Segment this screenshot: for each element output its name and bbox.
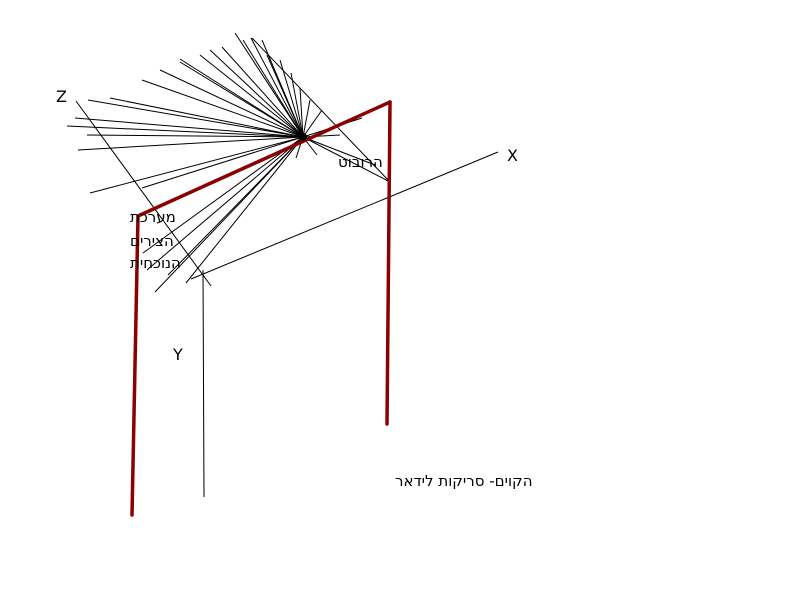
frame-right-leg xyxy=(385,100,392,426)
lidar-ray xyxy=(234,32,304,138)
lidar-ray xyxy=(89,136,304,194)
lidar-ray xyxy=(74,117,304,138)
lidar-ray xyxy=(159,69,304,138)
z-axis-label: Z xyxy=(56,87,67,106)
lidar-rays xyxy=(66,32,391,293)
lidar-ray xyxy=(142,136,304,254)
lidar-ray xyxy=(242,39,304,138)
lidar-ray xyxy=(146,136,304,271)
coord-system-label-line2: הצירים xyxy=(130,232,174,250)
lidar-ray xyxy=(302,136,391,183)
y-axis-label: Y xyxy=(172,345,183,364)
coord-system-label-line3: הנוכחית xyxy=(130,254,181,272)
lidar-ray xyxy=(141,136,304,189)
lidar-ray xyxy=(299,87,304,138)
lidar-ray xyxy=(77,136,304,151)
frame-left-leg-and-beam xyxy=(130,100,392,517)
lidar-ray xyxy=(266,54,304,138)
x-axis-label: X xyxy=(507,146,518,165)
lidar-ray xyxy=(141,79,304,138)
lidar-caption: הקוים- סריקות לידאר xyxy=(395,472,533,490)
lidar-ray xyxy=(66,125,304,138)
lidar-ray xyxy=(86,134,304,138)
lidar-ray xyxy=(302,99,311,138)
lidar-ray xyxy=(302,136,376,166)
z-axis xyxy=(75,100,212,287)
lidar-ray xyxy=(209,49,304,138)
lidar-ray xyxy=(179,61,304,138)
lidar-ray xyxy=(302,109,323,138)
robot-marker xyxy=(299,133,307,141)
y-axis xyxy=(202,269,205,498)
coord-system-label-line1: מערכת xyxy=(130,208,176,226)
robot-label: הרובוט xyxy=(338,153,383,171)
x-axis xyxy=(190,151,499,280)
axes xyxy=(75,100,499,498)
lidar-ray xyxy=(221,46,304,138)
lidar-ray xyxy=(109,97,304,138)
lidar-ray xyxy=(279,59,304,138)
lidar-ray xyxy=(250,37,304,138)
lidar-ray xyxy=(167,136,304,276)
lidar-ray xyxy=(185,136,304,284)
lidar-ray xyxy=(87,99,304,138)
lidar-ray xyxy=(199,54,304,138)
lidar-scan-edge xyxy=(251,37,391,183)
lidar-ray xyxy=(290,72,304,138)
frame xyxy=(130,100,392,517)
